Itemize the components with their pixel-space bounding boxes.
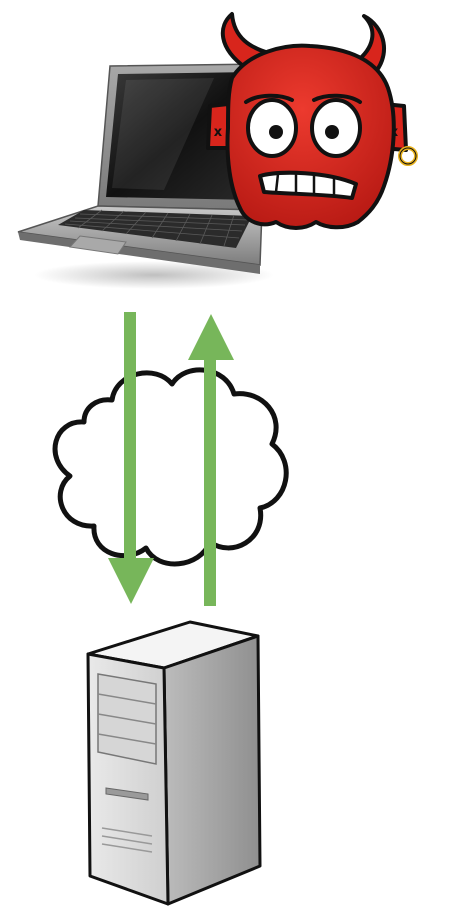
devil-icon: x x <box>188 8 428 248</box>
server-tower-icon <box>82 614 268 910</box>
response-arrow-up <box>188 314 234 606</box>
svg-text:x: x <box>214 125 223 140</box>
request-arrow-down <box>108 312 154 608</box>
cloud-icon <box>40 352 300 582</box>
